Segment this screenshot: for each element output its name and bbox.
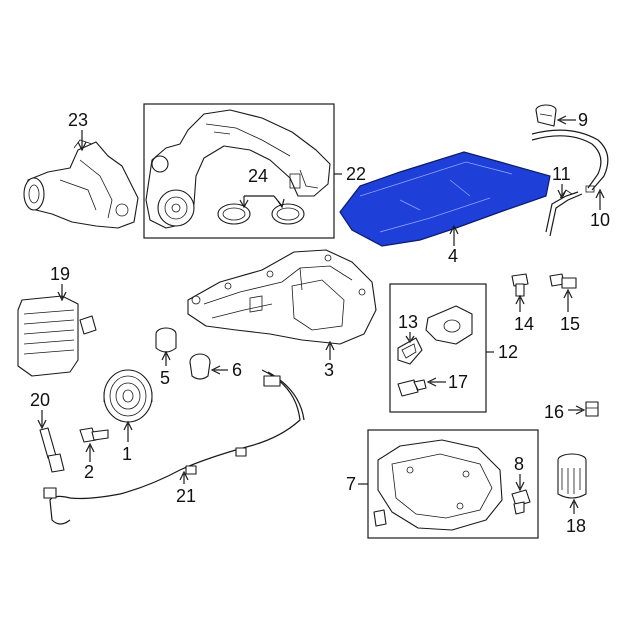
part-11-dipstick[interactable] bbox=[545, 189, 583, 237]
part-15-stud[interactable] bbox=[549, 273, 577, 289]
part-4-oil-pan-cover[interactable] bbox=[339, 151, 551, 247]
part-6-cap[interactable] bbox=[189, 353, 211, 380]
callout-13: 13 bbox=[398, 312, 418, 332]
part-24-gaskets[interactable] bbox=[217, 203, 305, 225]
part-3-oil-pan[interactable] bbox=[187, 249, 377, 345]
part-16-plug[interactable] bbox=[585, 401, 599, 417]
part-22-intake-manifold[interactable] bbox=[145, 109, 331, 229]
callout-17: 17 bbox=[448, 372, 468, 392]
callout-20: 20 bbox=[30, 390, 50, 410]
callout-3: 3 bbox=[324, 360, 334, 380]
callout-6: 6 bbox=[232, 360, 242, 380]
callout-10: 10 bbox=[590, 210, 610, 230]
callout-15: 15 bbox=[560, 314, 580, 334]
part-12-sensor-housing[interactable] bbox=[425, 305, 473, 345]
part-10-tube[interactable] bbox=[531, 129, 609, 193]
part-17-sensor[interactable] bbox=[397, 379, 427, 397]
part-21-harness[interactable] bbox=[43, 369, 305, 525]
part-8-drain-plug[interactable] bbox=[511, 489, 531, 515]
box-22-frame bbox=[143, 103, 335, 239]
callout-23: 23 bbox=[68, 110, 88, 130]
callout-11: 11 bbox=[552, 164, 571, 184]
box-12-frame bbox=[389, 283, 487, 413]
part-18-oil-filter[interactable] bbox=[557, 453, 587, 499]
part-20-sensor[interactable] bbox=[39, 427, 65, 473]
part-19-oil-cooler[interactable] bbox=[17, 295, 97, 377]
callout-5: 5 bbox=[160, 368, 170, 388]
leader-24 bbox=[243, 195, 283, 207]
callout-7: 7 bbox=[346, 474, 356, 494]
part-2-bolt[interactable] bbox=[79, 427, 109, 443]
callout-19: 19 bbox=[50, 264, 70, 284]
part-5-plug[interactable] bbox=[155, 327, 177, 353]
callout-2: 2 bbox=[84, 462, 94, 482]
part-14-bolt[interactable] bbox=[511, 273, 529, 297]
callout-18: 18 bbox=[566, 516, 586, 536]
callout-1: 1 bbox=[122, 444, 132, 464]
part-plug-small[interactable] bbox=[373, 509, 387, 527]
callout-12: 12 bbox=[498, 342, 518, 362]
callout-16: 16 bbox=[544, 402, 564, 422]
part-7-oil-pan[interactable] bbox=[377, 439, 503, 531]
callout-21: 21 bbox=[176, 486, 196, 506]
callout-24: 24 bbox=[248, 166, 268, 186]
part-13-gasket[interactable] bbox=[397, 337, 423, 365]
callout-9: 9 bbox=[578, 110, 588, 130]
part-23-housing[interactable] bbox=[23, 139, 139, 229]
part-1-damper[interactable] bbox=[103, 369, 153, 423]
callout-22: 22 bbox=[346, 164, 366, 184]
callout-14: 14 bbox=[514, 314, 534, 334]
callout-8: 8 bbox=[514, 454, 524, 474]
callout-4: 4 bbox=[448, 246, 458, 266]
part-9-cap[interactable] bbox=[535, 104, 557, 127]
